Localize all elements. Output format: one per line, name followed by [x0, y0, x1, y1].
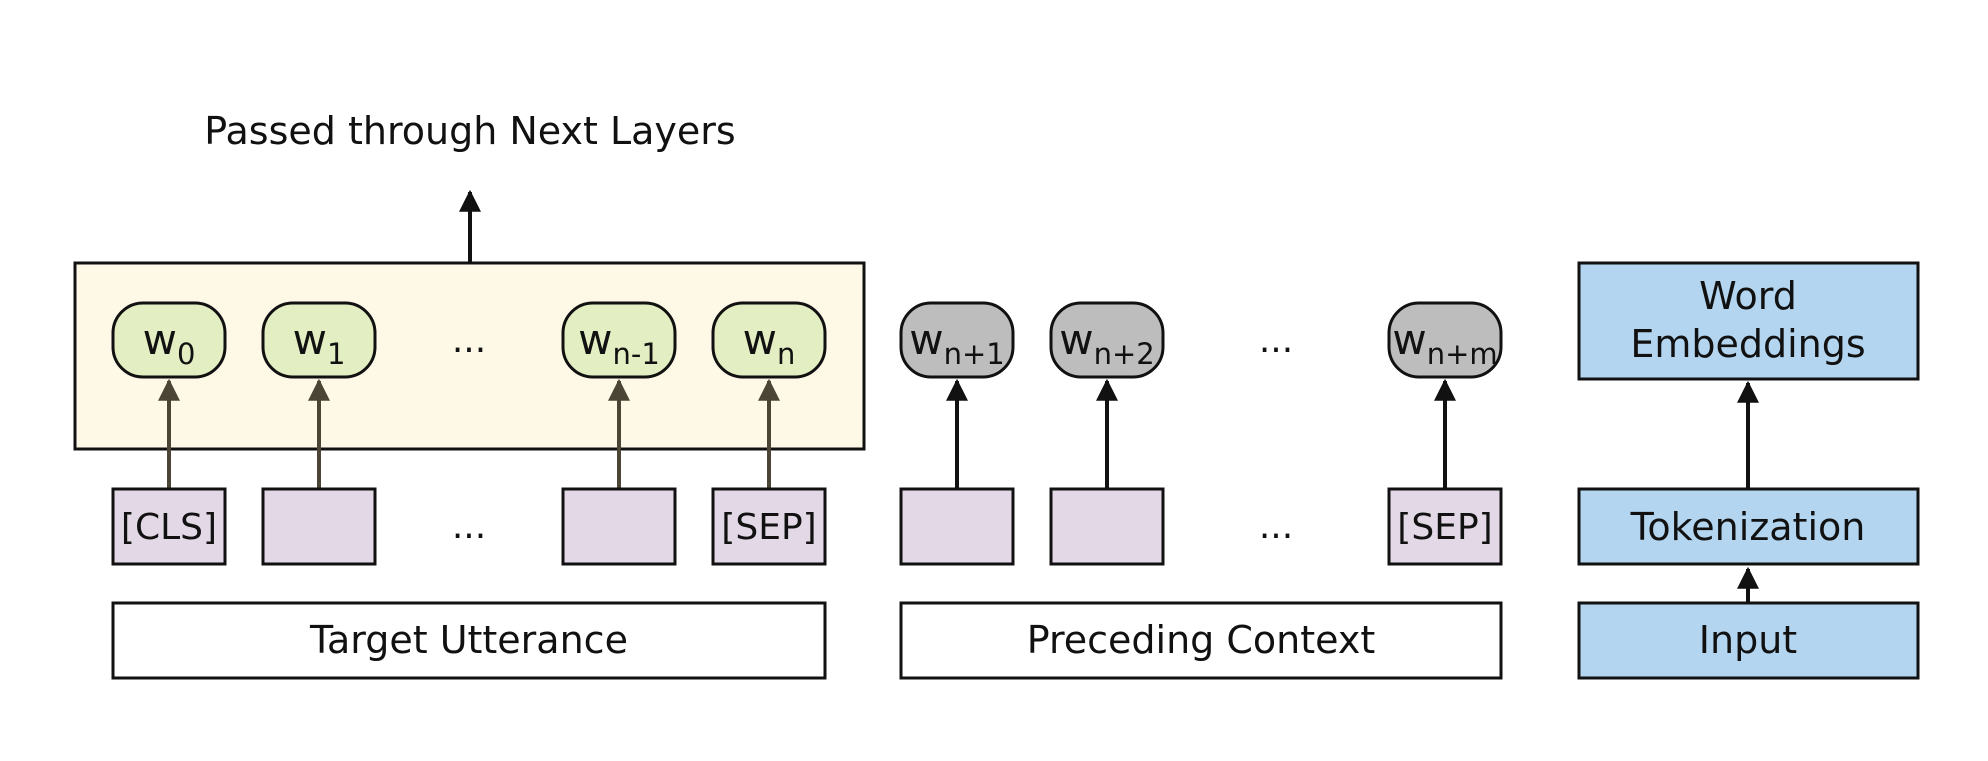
context-token-box — [1387, 487, 1503, 566]
context-token: [SEP] — [1387, 487, 1503, 566]
target-word-base: w — [293, 315, 327, 364]
target-token-box — [711, 487, 827, 566]
context-token-box — [1049, 487, 1165, 566]
context-token — [1049, 487, 1165, 566]
context-word-base: w — [1392, 315, 1426, 364]
target-token: [SEP] — [711, 487, 827, 566]
target-word-label: wn — [743, 315, 796, 371]
context-word-sub: n+m — [1427, 337, 1498, 371]
preceding-context-label: Preceding Context — [1027, 618, 1376, 662]
target-word-base: w — [143, 315, 177, 364]
target-word-shape — [111, 301, 227, 379]
tokenization-label: Tokenization — [1630, 505, 1866, 549]
target-token-box — [261, 487, 377, 566]
word-embeddings-line1: Word — [1699, 274, 1797, 318]
target-word-label: wn-1 — [578, 315, 660, 371]
target-word-sub: n-1 — [613, 337, 660, 371]
preceding-context-box — [899, 601, 1503, 680]
word-embeddings-box — [1577, 261, 1920, 381]
word-embeddings-line2: Embeddings — [1630, 322, 1865, 366]
context-word-base: w — [909, 315, 943, 364]
context-word-shape — [899, 301, 1015, 379]
context-word-shape — [1049, 301, 1165, 379]
context-word-label: wn+m — [1392, 315, 1497, 371]
context-word-sub: n+2 — [1094, 337, 1155, 371]
target-token-ellipsis: ... — [452, 506, 486, 547]
target-utterance-label: Target Utterance — [309, 618, 628, 662]
target-token — [261, 487, 377, 566]
context-token-box — [899, 487, 1015, 566]
target-token — [561, 487, 677, 566]
target-word-shape — [711, 301, 827, 379]
target-word-shape — [561, 301, 677, 379]
context-token — [899, 487, 1015, 566]
target-token-box — [561, 487, 677, 566]
next-layers-label: Passed through Next Layers — [204, 109, 735, 153]
target-word-node: w0 — [111, 301, 227, 379]
context-word-shape — [1387, 301, 1503, 379]
context-word-sub: n+1 — [944, 337, 1005, 371]
context-word-node: wn+2 — [1049, 301, 1165, 379]
context-word-base: w — [1059, 315, 1093, 364]
input-box — [1577, 601, 1920, 680]
target-word-node: w1 — [261, 301, 377, 379]
target-token-box — [111, 487, 227, 566]
target-word-base: w — [743, 315, 777, 364]
target-token-label: [SEP] — [721, 507, 816, 548]
target-word-label: w0 — [143, 315, 196, 371]
target-word-ellipsis: ... — [452, 320, 486, 361]
context-word-label: wn+1 — [909, 315, 1005, 371]
target-word-node: wn-1 — [561, 301, 677, 379]
target-token-label: [CLS] — [121, 507, 217, 548]
context-word-node: wn+m — [1387, 301, 1503, 379]
context-token-ellipsis: ... — [1259, 506, 1293, 547]
context-word-node: wn+1 — [899, 301, 1015, 379]
target-word-base: w — [578, 315, 612, 364]
target-utterance-box — [111, 601, 827, 680]
target-word-sub: n — [777, 337, 795, 371]
target-token: [CLS] — [111, 487, 227, 566]
input-label: Input — [1699, 618, 1797, 662]
context-word-label: wn+2 — [1059, 315, 1155, 371]
target-word-shape — [261, 301, 377, 379]
target-word-sub: 0 — [177, 337, 195, 371]
tokenization-box — [1577, 487, 1920, 566]
target-word-sub: 1 — [327, 337, 345, 371]
target-word-label: w1 — [293, 315, 346, 371]
context-token-label: [SEP] — [1397, 507, 1492, 548]
target-word-node: wn — [711, 301, 827, 379]
context-word-ellipsis: ... — [1259, 320, 1293, 361]
